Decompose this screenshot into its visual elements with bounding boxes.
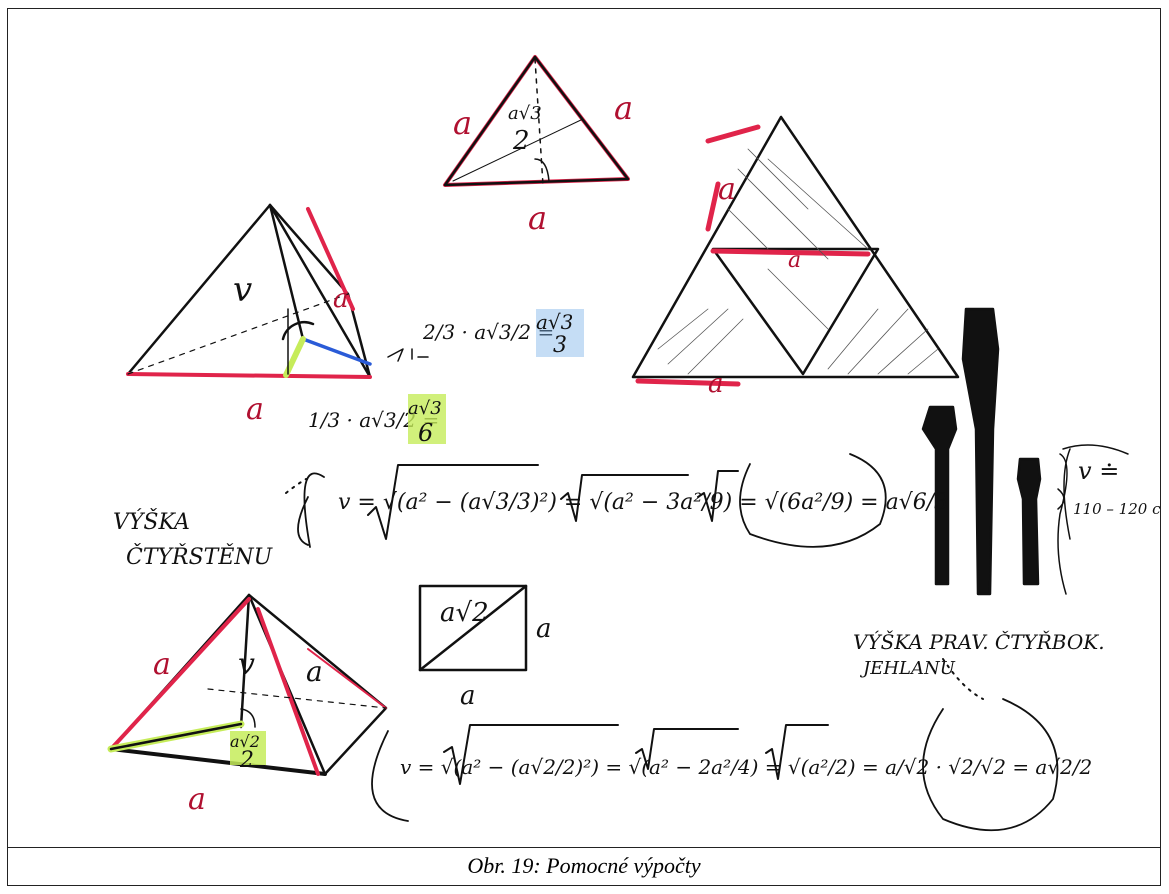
note-vyska-jehlanu-1: VÝŠKA PRAV. ČTYŘBOK.: [853, 629, 1105, 654]
subdivided-triangle: [631, 115, 960, 387]
label-three-blue: 3: [553, 333, 567, 358]
label-subtri-a2: a: [788, 248, 801, 273]
label-square-bottom: a: [460, 681, 476, 711]
label-subtri-a3: a: [708, 369, 724, 399]
label-pyr-aroot2: a√2: [230, 732, 260, 751]
label-tetra-a-bottom: a: [246, 392, 264, 427]
note-person-range: 110 – 120 cm: [1073, 500, 1160, 518]
formula-tetra-height: v = √(a² − (a√3/3)²) = √(a² − 3a²/9) = √…: [338, 490, 948, 515]
square-pyramid: [107, 593, 388, 776]
figure-caption: Obr. 19: Pomocné výpočty: [467, 853, 701, 878]
label-pyr-a-bottom: a: [188, 782, 206, 817]
note-person-v: v ≐: [1078, 457, 1119, 485]
formula-pyramid-height: v = √(a² − (a√2/2)²) = √(a² − 2a²/4) = √…: [400, 755, 1092, 779]
label-a-right: a: [614, 89, 633, 127]
label-a-left: a: [453, 104, 472, 142]
label-subtri-a1: a: [718, 172, 736, 207]
label-step-2-3: 2/3 · a√3/2 =: [422, 320, 554, 344]
note-vyska-jehlanu-2: JEHLANU: [859, 658, 956, 679]
label-square-diag: a√2: [440, 598, 489, 628]
square-diagonal: [418, 584, 528, 672]
people-silhouettes: [921, 307, 1042, 596]
label-pyr-two: 2: [239, 748, 254, 773]
label-a-root3-blue: a√3: [536, 310, 573, 334]
label-pyr-a-left: a: [153, 647, 171, 682]
equilateral-triangle: [443, 55, 630, 187]
label-pyr-v: v: [238, 647, 255, 682]
note-vyska-ctyrstenu-1: VÝŠKA: [113, 508, 190, 535]
tetrahedron: [126, 203, 372, 379]
note-vyska-ctyrstenu-2: ČTYŘSTĚNU: [126, 543, 274, 570]
label-tetra-v: v: [233, 270, 252, 310]
label-pyr-a-right: a: [306, 655, 323, 688]
label-square-right: a: [536, 614, 552, 644]
label-a-bottom: a: [528, 199, 547, 237]
label-tetra-a-side: a: [333, 284, 349, 314]
label-tri-den: 2: [512, 126, 530, 156]
hand-drawn-sketch: a a a a√3 2 v a a 1/3 · a√3/2 = a√3 6 2/…: [107, 55, 1160, 832]
caption-separator: [8, 847, 1160, 848]
figure-frame: a a a a√3 2 v a a 1/3 · a√3/2 = a√3 6 2/…: [7, 8, 1161, 886]
label-six: 6: [418, 419, 433, 447]
label-a-root3-green: a√3: [408, 398, 442, 419]
label-tri-num: a√3: [508, 103, 542, 124]
